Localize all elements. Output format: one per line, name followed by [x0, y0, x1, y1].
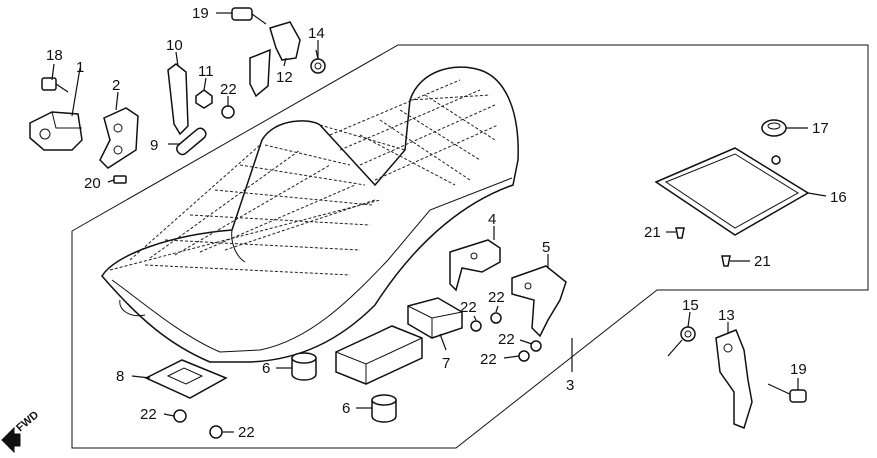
callout-17: 17	[812, 120, 829, 137]
part-13-latch	[715, 329, 753, 429]
part-6-cushion-a	[291, 352, 317, 381]
part-5-bracket	[511, 265, 567, 338]
part-4-bracket	[449, 239, 501, 292]
seat-foam-block	[335, 325, 423, 385]
part-17-grommet	[761, 119, 787, 137]
callout-15: 15	[682, 297, 699, 314]
callout-22-b: 22	[460, 299, 477, 316]
part-12-hook	[249, 21, 301, 98]
callout-12: 12	[276, 69, 293, 86]
callout-19-b: 19	[790, 361, 807, 378]
callout-20: 20	[84, 175, 101, 192]
part-19-pin-bottom	[767, 383, 807, 403]
part-11-nut	[195, 89, 213, 109]
part-10-cable	[167, 63, 189, 136]
part-19-pin-top	[231, 7, 267, 25]
callout-6-a: 6	[262, 360, 270, 377]
part-22-nut-c	[490, 312, 502, 324]
part-21-screw-b	[721, 255, 731, 267]
callout-5: 5	[542, 239, 550, 256]
callout-4: 4	[488, 211, 496, 228]
part-6-cushion-b	[371, 394, 397, 423]
part-22-nut-f	[173, 409, 187, 423]
part-22-nut-a	[221, 105, 235, 119]
callout-22-a: 22	[220, 81, 237, 98]
callout-6-b: 6	[342, 400, 350, 417]
part-22-nut-b	[470, 320, 482, 332]
callout-18: 18	[46, 47, 63, 64]
callout-16: 16	[830, 189, 847, 206]
seat-assembly	[101, 66, 519, 363]
callout-22-e: 22	[480, 351, 497, 368]
callout-14: 14	[308, 25, 325, 42]
callout-labels: 18 1 2 9 10 11 22 19 12 14 20 17 16 21 2…	[46, 5, 847, 441]
callout-10: 10	[166, 37, 183, 54]
part-22-nut-e	[518, 350, 530, 362]
part-22-nut-g	[209, 425, 223, 439]
fwd-direction-marker: FWD	[1, 409, 41, 454]
part-2-bracket	[99, 107, 139, 169]
part-21-screw-a	[675, 227, 685, 239]
callout-19-a: 19	[192, 5, 209, 22]
fwd-label: FWD	[14, 409, 41, 434]
part-9-link	[176, 127, 207, 156]
part-16-tray	[654, 147, 810, 236]
arrow-fwd-icon	[1, 426, 21, 454]
callout-22-d: 22	[498, 331, 515, 348]
callout-22-c: 22	[488, 289, 505, 306]
callout-22-g: 22	[238, 424, 255, 441]
callout-11: 11	[198, 63, 214, 80]
part-1-seat-lock	[29, 111, 83, 151]
part-20-bolt	[113, 175, 127, 184]
callout-22-f: 22	[140, 406, 157, 423]
callout-21-a: 21	[644, 224, 661, 241]
callout-9: 9	[150, 137, 158, 154]
part-8-plate	[144, 359, 228, 399]
assembly-frame	[71, 44, 869, 449]
callout-13: 13	[718, 307, 735, 324]
callout-3: 3	[566, 377, 574, 394]
callout-8: 8	[116, 368, 124, 385]
part-18-screw	[41, 77, 69, 93]
callout-21-b: 21	[754, 253, 771, 270]
part-22-nut-d	[530, 340, 542, 352]
callout-1: 1	[76, 59, 84, 76]
part-15-spring	[667, 326, 696, 357]
part-7-damper	[407, 297, 463, 339]
callout-7: 7	[442, 355, 450, 372]
leader-lines	[51, 12, 827, 433]
callout-2: 2	[112, 77, 120, 94]
